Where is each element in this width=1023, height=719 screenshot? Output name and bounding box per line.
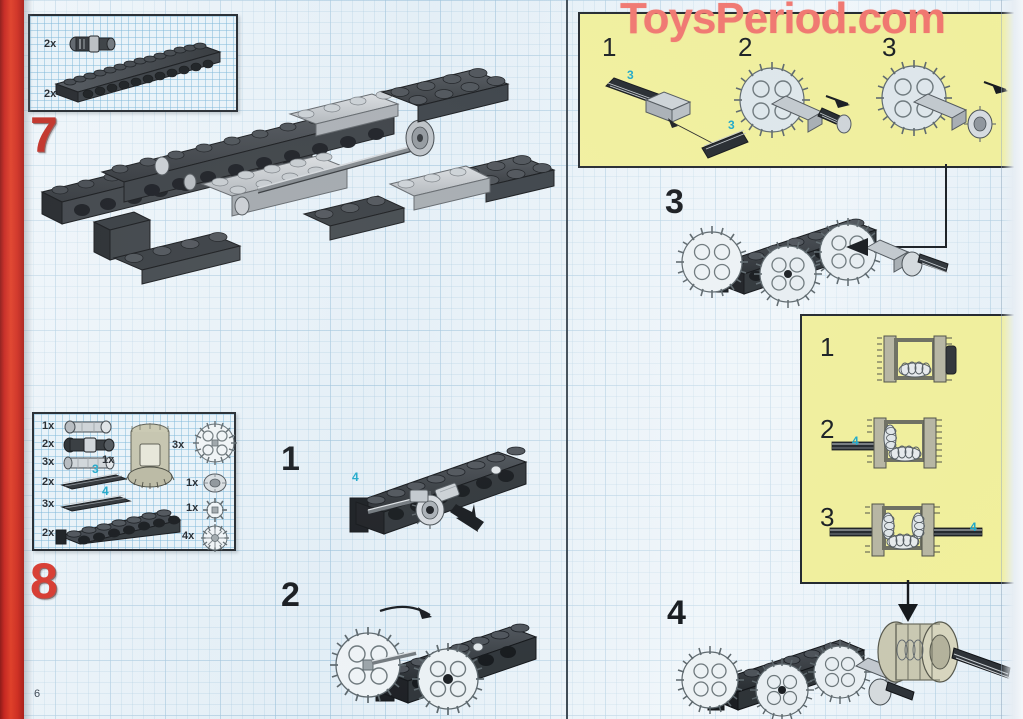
parts-box-step-7: 2x xyxy=(28,14,238,112)
parts-box-step-8: 1x 2x 3x 2x 3 3x xyxy=(32,412,237,552)
callout-diff-substep-2: 2 xyxy=(820,414,835,444)
label-substep1-axle4: 4 xyxy=(352,470,359,484)
page-number: 6 xyxy=(34,688,41,700)
callout-diff-label-4a: 4 xyxy=(852,434,859,448)
part-differential-housing xyxy=(125,423,175,489)
assembly-substep-1-left xyxy=(349,446,528,535)
part-gear-24-tooth xyxy=(193,421,237,465)
page-right-edge xyxy=(1001,0,1023,719)
binder-spine xyxy=(0,0,24,719)
assembly-step-7-chassis xyxy=(40,68,556,285)
spine-shadow xyxy=(24,0,33,719)
qty-p8-l3: 3x xyxy=(42,456,55,468)
callout-diff-art-2 xyxy=(831,417,942,469)
rotation-arrow xyxy=(379,605,432,619)
leader-arrow-to-step4 xyxy=(898,580,918,622)
callout-top-substep-1: 1 xyxy=(602,32,617,62)
qty-p8-l2: 2x xyxy=(42,438,55,450)
part-bushing-light-gray xyxy=(64,420,112,434)
part-bushing-small xyxy=(203,473,227,493)
part-axle-connector-gray xyxy=(63,456,115,470)
substep-number-2-left: 2 xyxy=(281,576,300,614)
callout-box-differential: 1 2 3 4 4 xyxy=(800,314,1023,584)
qty-p8-l4: 2x xyxy=(42,476,55,488)
label-axle-3: 3 xyxy=(92,462,99,476)
substep-number-1-left: 1 xyxy=(281,440,300,478)
assembly-substep-4-right xyxy=(676,621,1011,719)
part-axle-connector-pin xyxy=(69,35,116,53)
part-technic-beam-8 xyxy=(55,509,182,545)
qty-p8-l6: 2x xyxy=(42,527,55,539)
part-gear-16-tooth xyxy=(201,524,229,552)
step-number-8: 8 xyxy=(30,553,58,609)
callout-diff-art-3 xyxy=(829,503,983,557)
qty-p8-r5: 4x xyxy=(182,530,195,542)
push-arrow xyxy=(825,95,850,108)
leader-line-top-horizontal xyxy=(866,246,946,248)
qty-step7-beam: 2x xyxy=(44,88,57,100)
callout-top-label-3b: 3 xyxy=(728,118,735,132)
page-right-edge-line xyxy=(1001,0,1002,719)
substep-number-3-right: 3 xyxy=(665,183,684,221)
assembly-substep-3-right xyxy=(676,218,949,308)
part-axle-3-black xyxy=(60,472,128,490)
qty-p8-l5: 3x xyxy=(42,498,55,510)
step-number-7: 7 xyxy=(30,107,58,163)
part-technic-beam-16 xyxy=(54,42,222,103)
assembly-substep-2-left xyxy=(330,605,538,715)
callout-box-top-assembly: 1 2 3 3 3 xyxy=(578,12,1023,168)
substep-number-4-right: 4 xyxy=(667,594,686,632)
qty-p8-r2: 3x xyxy=(172,439,185,451)
qty-p8-r4: 1x xyxy=(186,502,199,514)
callout-top-art-1 xyxy=(605,77,749,159)
column-divider xyxy=(566,0,568,719)
qty-p8-l1: 1x xyxy=(42,420,55,432)
callout-diff-substep-1: 1 xyxy=(820,332,835,362)
qty-step7-pin: 2x xyxy=(44,38,57,50)
qty-p8-r1: 1x xyxy=(102,454,115,466)
callout-top-substep-3: 3 xyxy=(882,32,897,62)
callout-top-art-3 xyxy=(876,60,1008,142)
callout-top-art-2 xyxy=(734,62,852,138)
part-axle-4-black xyxy=(60,494,132,512)
callout-top-substep-2: 2 xyxy=(738,32,753,62)
label-axle-4: 4 xyxy=(102,484,109,498)
arrow-indicator xyxy=(450,504,484,532)
watermark-toysperiod: ToysPeriod.com xyxy=(620,0,946,43)
callout-diff-label-4b: 4 xyxy=(970,520,977,534)
part-gear-8-tooth xyxy=(203,498,227,522)
callout-diff-art-1 xyxy=(877,335,957,383)
qty-p8-r3: 1x xyxy=(186,477,199,489)
part-axle-joiner-black xyxy=(63,437,115,453)
callout-top-label-3a: 3 xyxy=(627,68,634,82)
leader-arrow-to-step3 xyxy=(846,238,868,256)
leader-line-top-vertical xyxy=(945,164,947,248)
callout-diff-substep-3: 3 xyxy=(820,502,835,532)
